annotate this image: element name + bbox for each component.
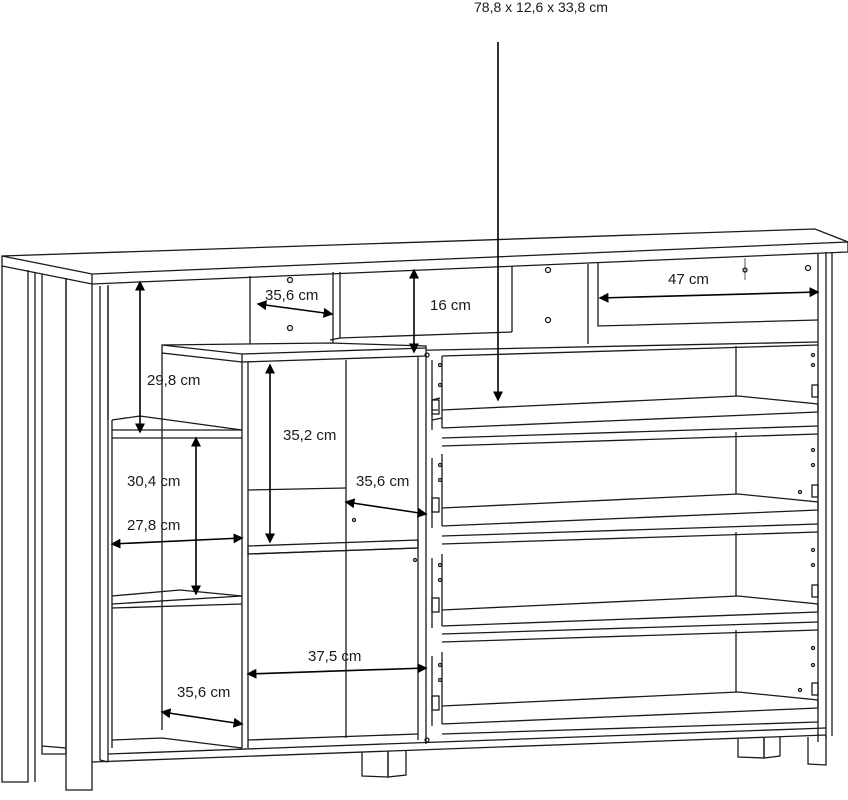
- label-top-right-width: 47 cm: [668, 271, 709, 288]
- label-left-middle-height: 30,4 cm: [127, 473, 180, 490]
- label-left-width: 27,8 cm: [127, 517, 180, 534]
- arrow-top-right-width: [598, 287, 820, 303]
- right-side-panel: [817, 252, 833, 742]
- cabinet-feet: [361, 735, 827, 778]
- label-left-upper-height: 29,8 cm: [147, 372, 200, 389]
- arrow-center-lower-width: [246, 663, 428, 679]
- drawer-section: [431, 344, 819, 735]
- label-center-lower-width: 37,5 cm: [308, 648, 361, 665]
- arrow-top-niche-width: [256, 300, 334, 318]
- arrow-left-lower-depth: [160, 708, 244, 728]
- arrow-left-width: [110, 533, 244, 549]
- label-top-niche-height: 16 cm: [430, 297, 471, 314]
- dimension-arrows: [110, 42, 820, 728]
- label-drawer-dimensions: 78,8 x 12,6 x 33,8 cm: [474, 0, 608, 15]
- left-side-panel: [1, 266, 109, 791]
- top-niche-row: [107, 258, 819, 420]
- dimension-labels: 78,8 x 12,6 x 33,8 cm 35,6 cm 16 cm 47 c…: [127, 0, 709, 701]
- center-compartment: [247, 352, 430, 748]
- label-center-upper-height: 35,2 cm: [283, 427, 336, 444]
- cabinet-top: [1, 228, 848, 285]
- arrow-center-upper-depth: [344, 498, 428, 518]
- cabinet-plinth: [91, 734, 827, 763]
- label-center-upper-depth: 35,6 cm: [356, 473, 409, 490]
- label-left-lower-depth: 35,6 cm: [177, 684, 230, 701]
- left-compartment: [111, 353, 243, 749]
- cabinet-drawing: [1, 228, 848, 791]
- label-top-niche-width: 35,6 cm: [265, 287, 318, 304]
